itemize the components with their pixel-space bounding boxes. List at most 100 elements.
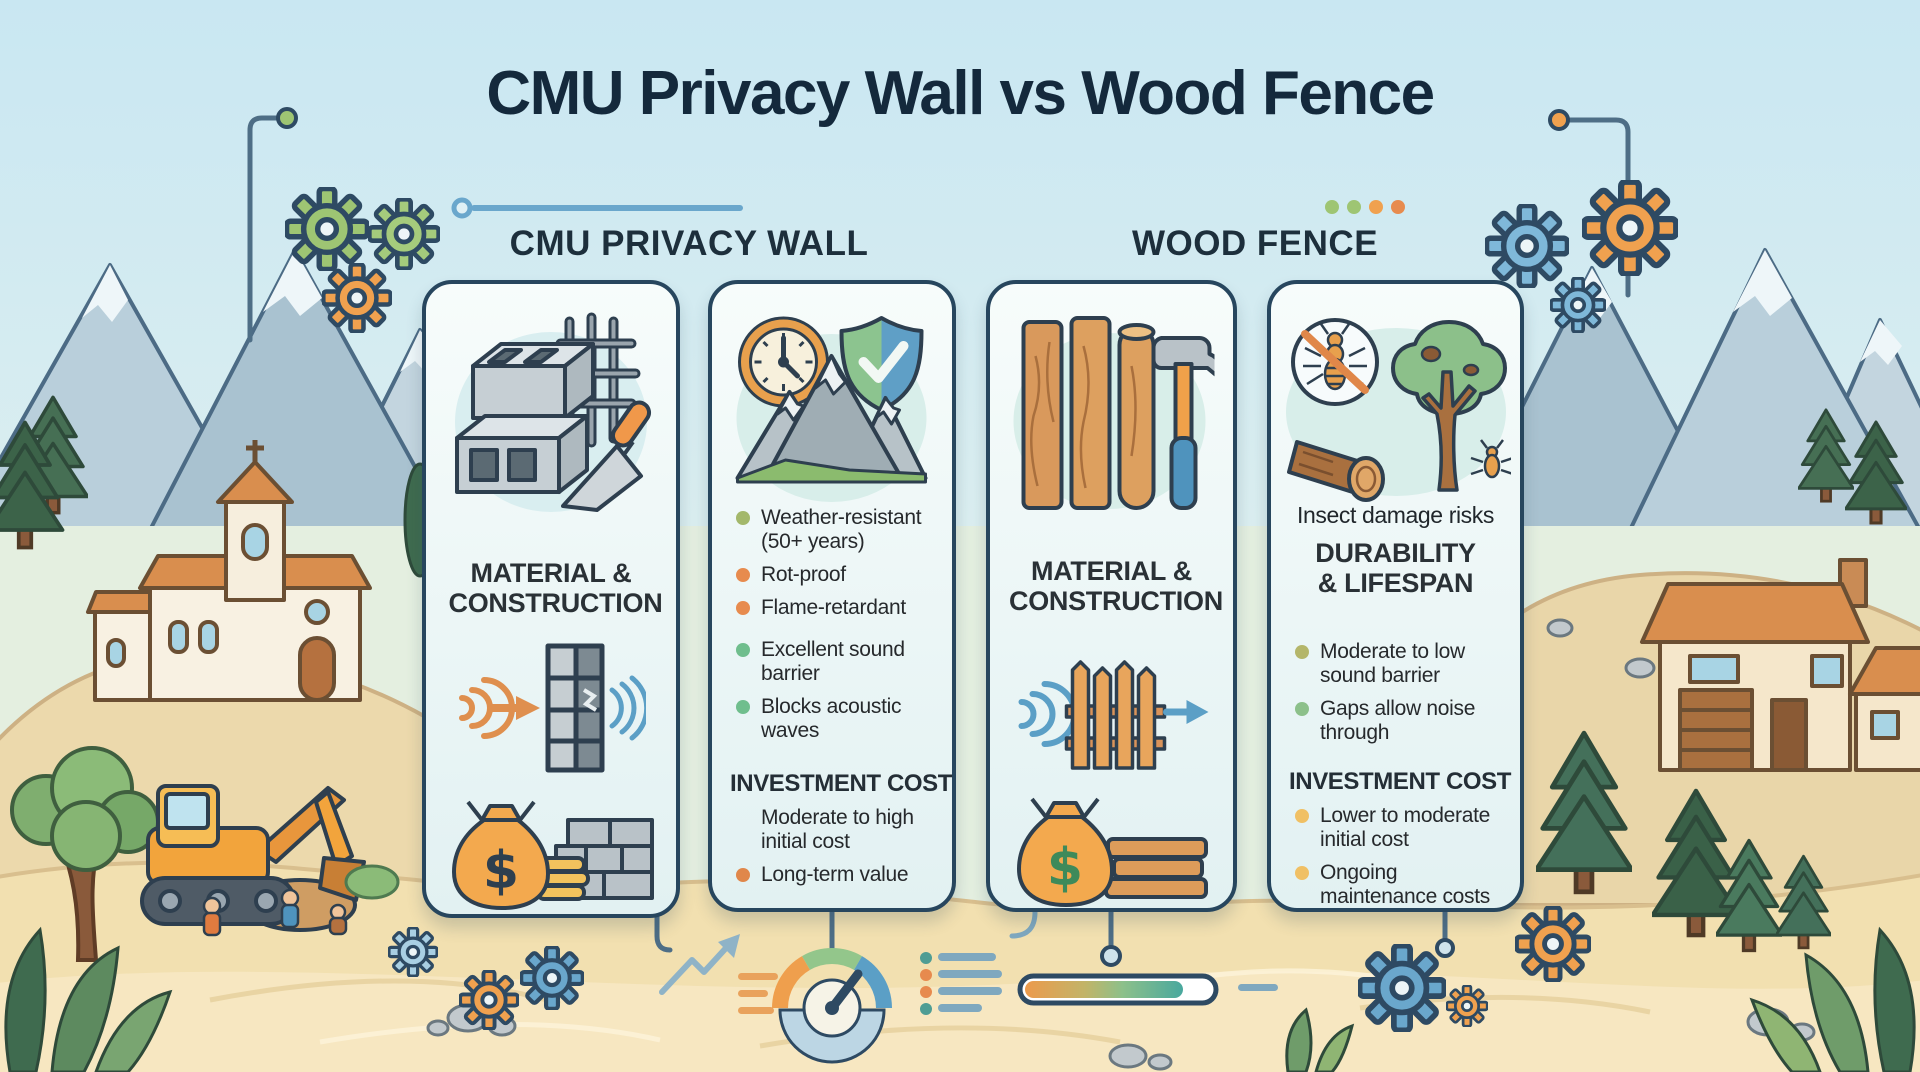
- bullet-text: Lower to moderate initial cost: [1320, 804, 1490, 852]
- list-item: Rot-proof: [734, 563, 944, 587]
- list-item: Flame-retardant: [734, 596, 944, 620]
- list-item: Long-term value: [734, 863, 944, 887]
- line-end-dot: [451, 197, 473, 219]
- bullet-text: Rot-proof: [761, 563, 846, 587]
- list-item: Excellent sound barrier: [734, 638, 944, 686]
- mountains-icon: [735, 354, 928, 484]
- card-title: MATERIAL & CONSTRUCTION: [1009, 556, 1223, 617]
- investment-cost-heading: INVESTMENT COST: [1289, 768, 1512, 795]
- damaged-tree-icon: [1390, 320, 1507, 492]
- dollar-sign: $: [483, 841, 519, 901]
- no-insect-icon: [1290, 318, 1379, 406]
- durability-icons: [735, 316, 928, 502]
- dash-decoration: [1238, 984, 1278, 991]
- trowel-icon: [561, 400, 652, 512]
- picket-fence: [1070, 660, 1156, 770]
- list-item: Blocks acoustic waves: [734, 695, 944, 743]
- bullet-dot: [1295, 866, 1309, 881]
- list-item: Weather-resistant (50+ years): [734, 506, 944, 554]
- houses: [1640, 558, 1920, 772]
- list-item: Ongoing maintenance costs: [1293, 861, 1512, 909]
- cost-money-wood-icon: $: [1016, 797, 1208, 907]
- investment-list: Lower to moderate initial cost Ongoing m…: [1293, 804, 1512, 919]
- bullet-dot: [736, 700, 750, 715]
- list-item: Gaps allow noise through: [1293, 697, 1512, 745]
- bullet-text: Ongoing maintenance costs: [1320, 861, 1490, 909]
- bullet-text: Gaps allow noise through: [1320, 697, 1476, 745]
- bullet-dot: [736, 568, 750, 583]
- progress-bar-widget: [1017, 973, 1219, 1006]
- bullet-dot: [736, 868, 750, 883]
- dash-decoration: [738, 973, 778, 1014]
- cost-money-bricks-icon: $: [452, 800, 654, 910]
- connector-lines: [247, 115, 1631, 959]
- corner-foliage: [4, 926, 1916, 1072]
- card-wood-material-construction: MATERIAL & CONSTRUCTION: [986, 280, 1237, 912]
- bullet-text: Moderate to high initial cost: [761, 806, 914, 854]
- column-header-cmu: CMU PRIVACY WALL: [509, 224, 869, 263]
- bullet-text: Moderate to low sound barrier: [1320, 640, 1465, 688]
- list-item: Lower to moderate initial cost: [1293, 804, 1512, 852]
- deciduous-tree: [10, 746, 160, 962]
- sound-through-fence-icon: [1018, 660, 1208, 770]
- shield-check-icon: [839, 316, 924, 412]
- wood-plank: [1069, 316, 1111, 510]
- bullet-dot: [736, 643, 750, 657]
- bullet-dot: [736, 601, 750, 616]
- card-cmu-material-construction: MATERIAL & CONSTRUCTION: [422, 280, 680, 918]
- excavator: [140, 784, 366, 932]
- bullet-dot: [1295, 645, 1309, 659]
- investment-cost-heading: INVESTMENT COST: [730, 770, 953, 797]
- clock-icon: [738, 316, 829, 408]
- durability-list: Weather-resistant (50+ years) Rot-proof …: [734, 506, 944, 630]
- bullet-text: Blocks acoustic waves: [761, 695, 902, 743]
- list-item: Moderate to low sound barrier: [1293, 640, 1512, 688]
- node-circle: [1100, 945, 1122, 967]
- insect-caption: Insect damage risks: [1297, 502, 1494, 528]
- log-icon: [1286, 440, 1385, 502]
- gauge-widget: [772, 948, 892, 1064]
- node-dot-green: [276, 107, 298, 129]
- bullet-text: Weather-resistant (50+ years): [761, 506, 922, 554]
- money-bag-icon: [452, 800, 550, 910]
- termite-icon: [1470, 439, 1511, 479]
- trend-arrow-icon: [659, 934, 740, 995]
- list-decoration: [920, 952, 1002, 1015]
- page-title: CMU Privacy Wall vs Wood Fence: [486, 59, 1435, 128]
- church: [86, 440, 372, 702]
- card-cmu-details: Weather-resistant (50+ years) Rot-proof …: [708, 280, 956, 912]
- investment-list: Moderate to high initial cost Long-term …: [734, 806, 944, 896]
- wood-boards-icon: [1103, 837, 1208, 899]
- progress-bar-fill: [1025, 981, 1183, 998]
- bullet-text: Long-term value: [761, 863, 909, 887]
- card-title: DURABILITY & LIFESPAN: [1315, 538, 1476, 599]
- insect-damage-icons: [1285, 318, 1511, 502]
- card-wood-details: Insect damage risks DURABILITY & LIFESPA…: [1267, 280, 1524, 912]
- bullet-text: Excellent sound barrier: [761, 638, 905, 686]
- construction-workers: [202, 888, 348, 937]
- right-mountains: [1458, 248, 1920, 532]
- coin-stack-icon: [536, 856, 590, 901]
- bullet-dot: [736, 511, 750, 525]
- list-item: Moderate to high initial cost: [734, 806, 944, 854]
- wood-planks-hammer-icon: [1013, 316, 1214, 510]
- bush: [344, 864, 400, 900]
- wood-plank: [1021, 320, 1063, 510]
- dollar-sign: $: [1046, 838, 1082, 898]
- sound-list: Moderate to low sound barrier Gaps allow…: [1293, 640, 1512, 755]
- money-bag-icon: [1016, 797, 1114, 907]
- cinder-blocks-icon: [455, 342, 595, 494]
- node-dot-orange: [1548, 109, 1570, 131]
- card-title: MATERIAL & CONSTRUCTION: [448, 558, 663, 619]
- gauge-needle: [827, 969, 863, 1013]
- sound-list: Excellent sound barrier Blocks acoustic …: [734, 638, 944, 753]
- hammer-icon: [1151, 336, 1214, 510]
- bullet-dot: [1295, 702, 1309, 717]
- node-circle: [1435, 938, 1455, 958]
- sound-barrier-wall-icon: [459, 643, 646, 773]
- bullet-dot: [736, 811, 750, 825]
- header-dots: [1325, 200, 1405, 214]
- cmu-blocks-trowel-icon: [455, 312, 652, 512]
